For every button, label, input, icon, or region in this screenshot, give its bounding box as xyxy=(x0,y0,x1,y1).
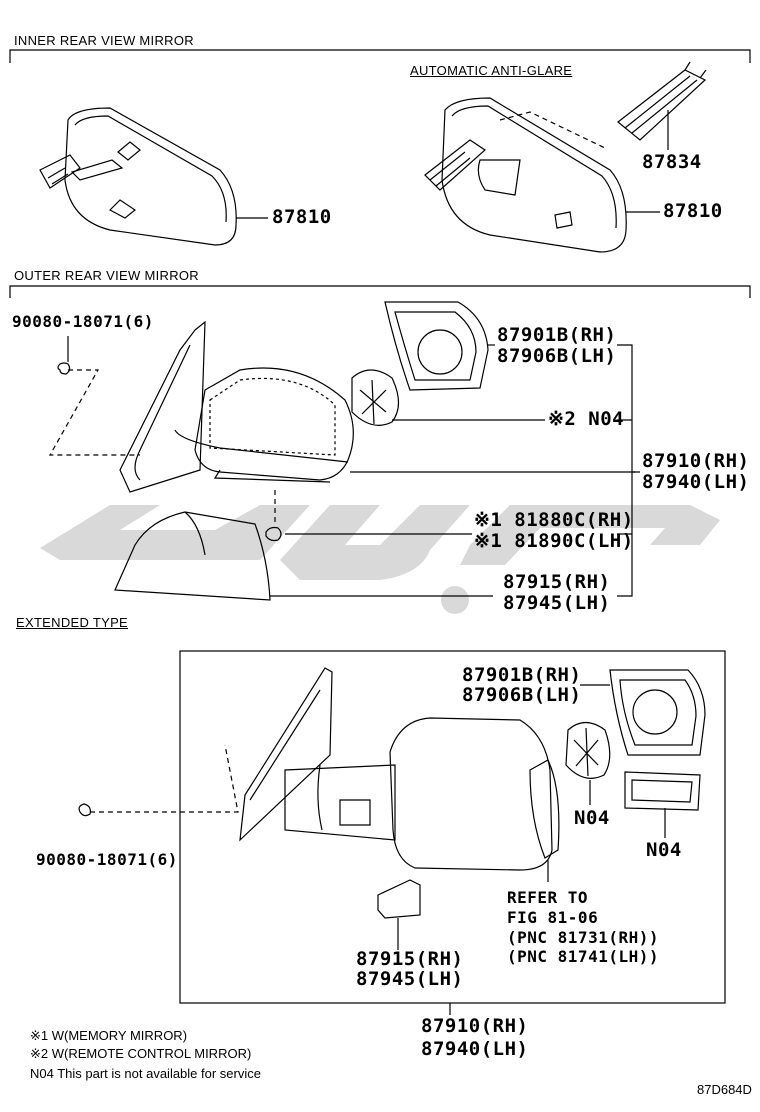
part-number-87940-extended: 87940(LH) xyxy=(421,1038,529,1060)
watermark-logo xyxy=(40,505,720,614)
outer-section-bracket xyxy=(9,285,751,298)
part-number-81890c: ※1 81890C(LH) xyxy=(474,530,634,552)
footnote-n04: N04 This part is not available for servi… xyxy=(30,1066,261,1081)
part-number-87810-standard: 87810 xyxy=(272,206,332,228)
part-number-87901b-extended: 87901B(RH) xyxy=(462,664,582,686)
inner-section-bracket xyxy=(9,49,751,63)
inner-mirror-standard xyxy=(39,107,237,246)
footnote-memory-mirror: ※1 W(MEMORY MIRROR) xyxy=(30,1028,188,1043)
part-number-81880c: ※1 81880C(RH) xyxy=(474,509,634,531)
section-title-outer: OUTER REAR VIEW MIRROR xyxy=(14,268,199,283)
part-number-87915-outer: 87915(RH) xyxy=(503,571,611,593)
part-number-87910-outer: 87910(RH) xyxy=(642,450,750,472)
refer-text-3: (PNC 81731(RH)) xyxy=(507,928,659,947)
part-number-87834: 87834 xyxy=(642,151,702,173)
figure-code: 87D684D xyxy=(697,1082,752,1097)
part-number-87910-extended: 87910(RH) xyxy=(421,1015,529,1037)
part-number-90080-extended: 90080-18071(6) xyxy=(36,850,178,869)
refer-text-4: (PNC 81741(LH)) xyxy=(507,947,659,966)
part-number-n04-extended-b: N04 xyxy=(646,839,682,861)
inner-mirror-anti-glare xyxy=(424,61,707,253)
extended-mirror-assembly xyxy=(78,667,706,919)
section-title-auto-anti-glare: AUTOMATIC ANTI-GLARE xyxy=(410,63,573,78)
section-title-extended: EXTENDED TYPE xyxy=(16,615,129,630)
part-number-n04-extended-a: N04 xyxy=(574,807,610,829)
part-number-87906b-extended: 87906B(LH) xyxy=(462,684,582,706)
part-number-87945-extended: 87945(LH) xyxy=(356,968,464,990)
refer-text-1: REFER TO xyxy=(507,888,589,907)
part-number-87810-anti-glare: 87810 xyxy=(663,200,723,222)
part-number-87906b-outer: 87906B(LH) xyxy=(497,345,617,367)
bracket-right-outer xyxy=(617,344,640,597)
part-number-87901b-outer: 87901B(RH) xyxy=(497,324,617,346)
footnote-remote-control: ※2 W(REMOTE CONTROL MIRROR) xyxy=(30,1046,252,1061)
section-title-inner: INNER REAR VIEW MIRROR xyxy=(14,33,194,48)
part-number-90080-outer: 90080-18071(6) xyxy=(12,312,154,331)
part-number-87940-outer: 87940(LH) xyxy=(642,471,750,493)
part-number-87915-extended: 87915(RH) xyxy=(356,948,464,970)
extended-type-frame xyxy=(179,650,726,1004)
part-number-87945-outer: 87945(LH) xyxy=(503,592,611,614)
refer-text-2: FIG 81-06 xyxy=(507,908,599,927)
part-number-n04-outer: ※2 N04 xyxy=(548,408,625,430)
outer-mirror-assembly xyxy=(48,301,489,601)
